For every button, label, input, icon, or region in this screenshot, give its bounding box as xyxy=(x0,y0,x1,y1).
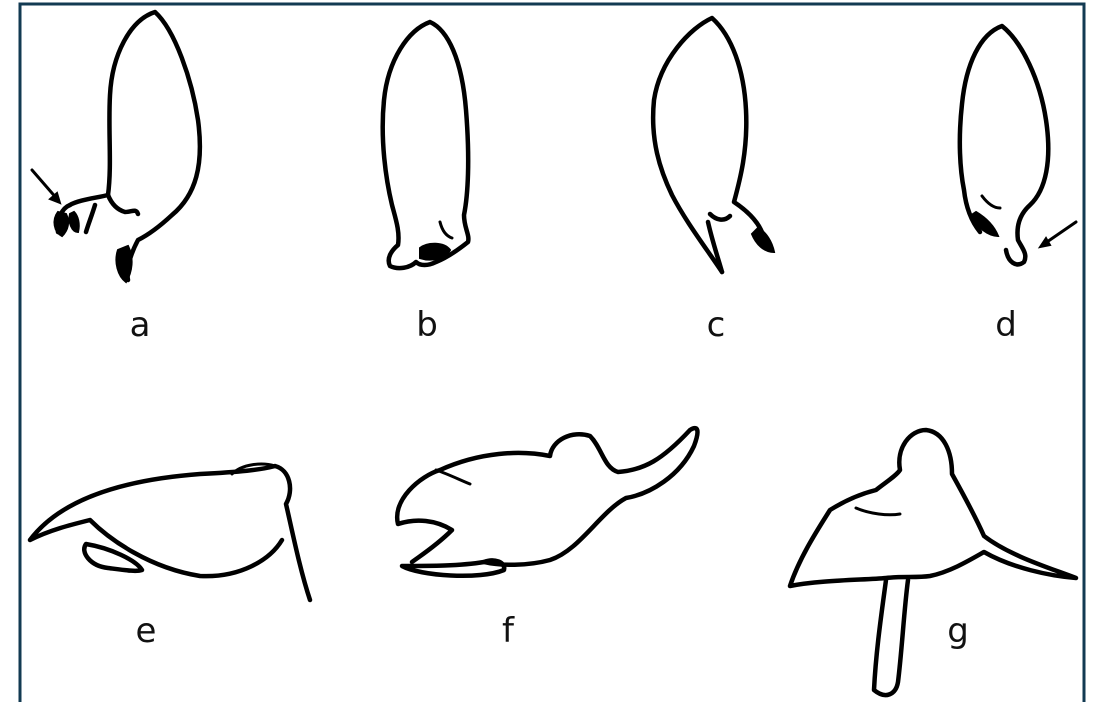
label-e: e xyxy=(136,611,157,651)
shape-a-claw-bottom xyxy=(116,246,131,282)
figure-frame xyxy=(20,4,1084,702)
panel-c xyxy=(653,18,774,272)
shape-c-outline xyxy=(653,18,764,272)
panel-d xyxy=(960,26,1076,264)
shape-b-outline xyxy=(383,22,469,268)
shape-d-arrow xyxy=(1044,222,1076,244)
label-a: a xyxy=(130,305,151,345)
shape-f-outline xyxy=(397,428,697,565)
shape-e-outline xyxy=(30,466,310,600)
shape-e-tail xyxy=(84,544,142,571)
label-f: f xyxy=(502,611,515,651)
shape-b-detail xyxy=(440,222,452,238)
panel-b xyxy=(383,22,469,268)
shape-f-fold xyxy=(436,470,470,484)
shape-g-outline xyxy=(790,430,1076,586)
panel-a xyxy=(32,12,200,282)
label-g: g xyxy=(947,611,969,651)
shape-a-claw-left xyxy=(55,212,79,236)
shape-d-detail xyxy=(982,196,1000,208)
panel-e xyxy=(30,464,310,600)
shape-d-outline xyxy=(960,26,1048,264)
shape-f-tail xyxy=(402,560,504,575)
shape-c-claw xyxy=(752,228,774,252)
shape-g-stem xyxy=(874,580,908,695)
panel-g xyxy=(790,430,1076,695)
label-d: d xyxy=(995,305,1017,345)
shape-a-outline xyxy=(70,12,200,280)
label-b: b xyxy=(416,305,438,345)
shape-c-inner xyxy=(708,214,730,272)
shape-g-fold xyxy=(856,508,900,515)
label-c: c xyxy=(707,305,726,345)
panel-f xyxy=(397,428,697,576)
